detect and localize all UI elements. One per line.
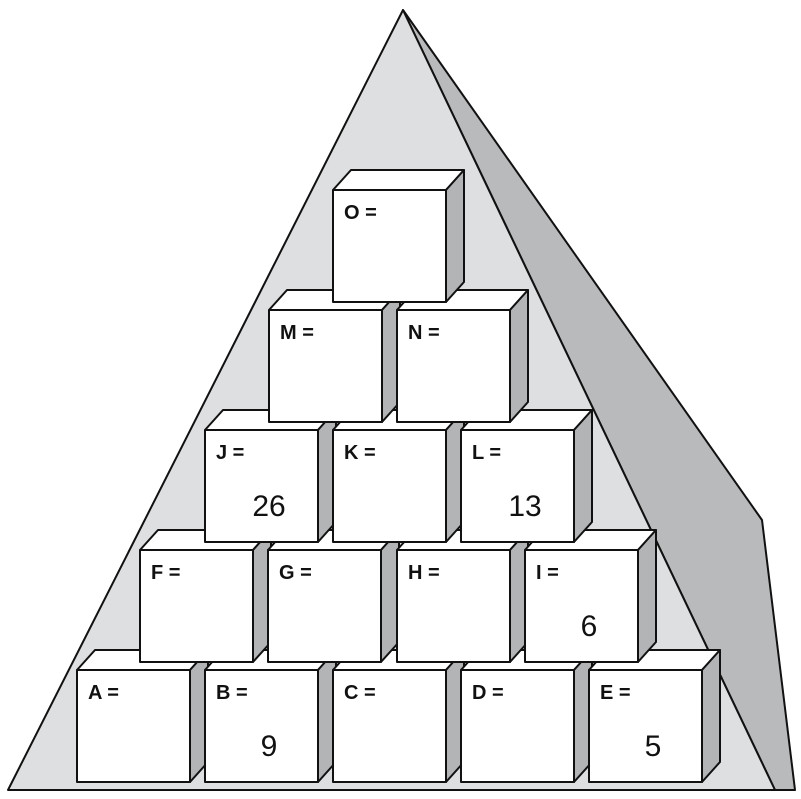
box-e-value: 5 [645,730,662,763]
box-front-face [524,549,639,663]
box-e-label: E = [600,682,631,704]
boxes-layer: A = B = 9 C = D = E = 5 F = G = H = I = 6 J = 26 K = L … [76,169,721,783]
box-a: A = [76,649,209,783]
box-b-label: B = [216,682,248,704]
box-front-face [204,669,319,783]
box-side-face [509,289,529,423]
box-side-face [445,169,465,303]
box-b-value: 9 [261,730,278,763]
box-side-face [573,409,593,543]
box-i-label: I = [536,562,559,584]
box-e: E = 5 [588,649,721,783]
box-l: L = 13 [460,409,593,543]
box-side-face [637,529,657,663]
box-front-face [332,189,447,303]
box-front-face [76,669,191,783]
box-top-face [332,169,465,191]
box-o: O = [332,169,465,303]
box-n: N = [396,289,529,423]
box-front-face [588,669,703,783]
box-j: J = 26 [204,409,337,543]
box-b: B = 9 [204,649,337,783]
box-f-label: F = [151,562,180,584]
box-front-face [396,309,511,423]
box-h-label: H = [408,562,440,584]
box-a-label: A = [88,682,119,704]
box-m: M = [268,289,401,423]
box-i: I = 6 [524,529,657,663]
box-front-face [268,309,383,423]
box-front-face [396,549,511,663]
box-h: H = [396,529,529,663]
box-n-label: N = [408,322,440,344]
box-d: D = [460,649,593,783]
box-d-label: D = [472,682,504,704]
box-front-face [267,549,382,663]
box-c-label: C = [344,682,376,704]
box-c: C = [332,649,465,783]
box-l-label: L = [472,442,501,464]
box-k: K = [332,409,465,543]
box-front-face [460,669,575,783]
box-front-face [204,429,319,543]
box-k-label: K = [344,442,376,464]
box-g: G = [267,529,400,663]
box-front-face [139,549,254,663]
box-g-label: G = [279,562,312,584]
box-f: F = [139,529,272,663]
box-front-face [332,429,447,543]
box-l-value: 13 [508,490,541,523]
box-m-label: M = [280,322,314,344]
box-j-label: J = [216,442,244,464]
box-o-label: O = [344,202,377,224]
box-front-face [332,669,447,783]
box-i-value: 6 [581,610,598,643]
box-j-value: 26 [252,490,285,523]
box-front-face [460,429,575,543]
box-side-face [701,649,721,783]
